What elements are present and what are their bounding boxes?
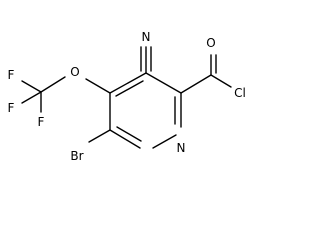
nitrile-nitrogen-label: N [142,30,151,44]
ring-bond-c5-c6 [109,129,141,149]
ring-bond-c3-c4 [109,72,147,94]
c2-carbonyl-bond [180,74,212,94]
ether-oxygen-label: O [70,65,79,79]
ether-o-cf3-bond [40,76,66,93]
fluorine-label-top: F [8,68,15,82]
fluorine-label-middle: F [8,101,15,115]
cf3-f3-bond [21,91,42,104]
bromine-label: Br [70,149,83,163]
carbonyl-cl-bond [210,74,232,88]
ring-nitrogen-label: N [177,141,186,155]
c5-br-bond [88,129,111,143]
carbonyl-oxygen-label: O [206,36,215,50]
ring-bond-c5-c6-inner [116,126,142,142]
cf3-f2-bond [21,80,42,93]
c4-ether-o-bond [85,78,111,94]
ring-bond-c3-c4-inner [115,80,144,97]
ring-bond-c6-n1 [152,134,177,149]
fluorine-label-bottom: F [38,115,45,129]
acyl-chlorine-label: Cl [234,86,246,100]
chemical-structure-diagram: N N O Cl O Br F F F [8,30,246,163]
ring-bond-c2-c3 [145,72,182,94]
